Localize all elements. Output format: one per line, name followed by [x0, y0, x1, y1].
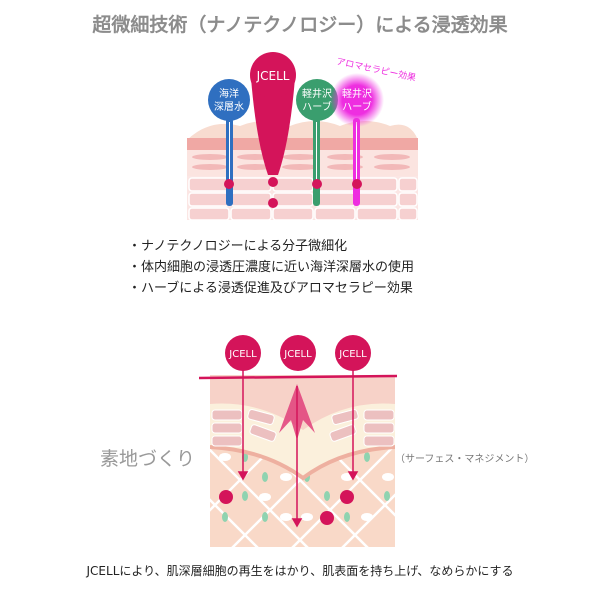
circle-label: 深層水	[214, 101, 244, 113]
circle-jcell: JCELL	[250, 52, 296, 98]
bottom-jcell-circles: JCELL JCELL JCELL	[219, 335, 371, 525]
caption: JCELLにより、肌深層細胞の再生をはかり、肌表面を持ち上げ、なめらかにする	[86, 564, 514, 578]
penetration-arrows	[237, 370, 359, 528]
circle-label: ハーブ	[302, 100, 331, 113]
skin-surface-line	[198, 374, 398, 380]
circle-deep-sea-water: 海洋 深層水	[208, 79, 250, 121]
feature-list: ・ナノテクノロジーによる分子微細化 ・体内細胞の浸透圧濃度に近い海洋深層水の使用…	[128, 236, 414, 299]
top-skin-layers	[187, 121, 418, 221]
circle-karuizawa-herb-aroma: 軽井沢 ハーブ	[330, 73, 384, 127]
circle-label: 軽井沢	[302, 87, 332, 100]
feature-item: ・体内細胞の浸透圧濃度に近い海洋深層水の使用	[128, 260, 415, 275]
page-title: 超微細技術（ナノテクノロジー）による浸透効果	[92, 14, 508, 36]
surface-label: 素地づくり	[100, 448, 196, 470]
surface-management-label: （サーフェス・マネジメント）	[395, 454, 535, 465]
feature-item: ・ナノテクノロジーによる分子微細化	[128, 239, 348, 254]
circle-label: 海洋	[219, 87, 239, 100]
circle-label: JCELL	[228, 349, 257, 360]
jcell-cone	[251, 78, 295, 175]
circle-label: ハーブ	[342, 100, 371, 113]
circle-label: JCELL	[256, 69, 290, 83]
circle-label: JCELL	[283, 349, 312, 360]
feature-item: ・ハーブによる浸透促進及びアロマセラピー効果	[128, 281, 413, 296]
circle-karuizawa-herb: 軽井沢 ハーブ	[296, 79, 338, 121]
cell-markers	[224, 177, 362, 208]
circle-label: JCELL	[338, 349, 367, 360]
circle-label: 軽井沢	[342, 87, 372, 100]
